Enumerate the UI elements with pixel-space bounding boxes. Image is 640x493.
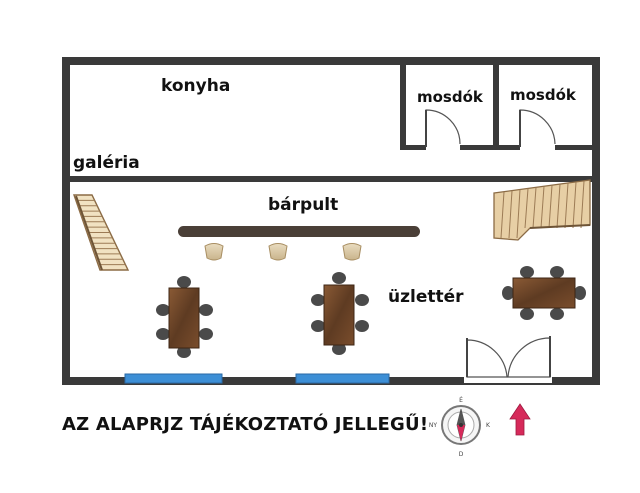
chair	[199, 304, 213, 316]
compass-north-label: É	[459, 396, 463, 404]
restroom-door-2[interactable]	[519, 109, 556, 147]
stair-tread	[516, 189, 521, 239]
stair-tread	[508, 190, 513, 239]
room-label-kitchen: konyha	[161, 76, 231, 96]
table-middle	[311, 272, 369, 355]
chair	[177, 276, 191, 288]
chair	[311, 294, 325, 306]
restroom-wall-middle	[493, 65, 499, 147]
bar-counter	[178, 226, 420, 237]
interior-walls	[70, 65, 592, 182]
room-label-shop-floor: üzlettér	[388, 287, 464, 307]
stair-tread	[532, 187, 537, 229]
window-left	[124, 373, 223, 384]
stair-tread	[580, 180, 585, 229]
chair	[156, 304, 170, 316]
north-arrow-icon	[509, 403, 531, 436]
stair-tread	[524, 188, 529, 229]
chair	[332, 343, 346, 355]
chair	[311, 320, 325, 332]
window-middle	[295, 373, 390, 384]
room-label-gallery: galéria	[73, 153, 140, 173]
entrance-door[interactable]	[464, 336, 552, 383]
stair-tread	[572, 181, 577, 229]
chair	[355, 294, 369, 306]
room-label-bar-counter: bárpult	[268, 195, 339, 215]
staircase-right	[493, 179, 591, 241]
chair	[502, 286, 514, 300]
chair	[355, 320, 369, 332]
stair-tread	[556, 184, 561, 229]
chair	[177, 346, 191, 358]
staircase-left	[73, 194, 130, 271]
chair	[156, 328, 170, 340]
stair-tread	[548, 185, 553, 229]
table-right	[502, 266, 586, 320]
chair	[520, 266, 534, 278]
gallery-wall	[70, 176, 592, 182]
compass-west-label: NY	[429, 422, 437, 429]
bar-stool	[204, 243, 224, 261]
table	[168, 287, 200, 349]
chair	[332, 272, 346, 284]
compass-south-label: D	[459, 451, 464, 458]
table	[512, 277, 576, 309]
chair	[199, 328, 213, 340]
restroom-wall-left	[400, 65, 406, 147]
restroom-door-1[interactable]	[425, 109, 461, 147]
disclaimer-text: AZ ALAPRJZ TÁJÉKOZTATÓ JELLEGŰ!	[62, 414, 429, 435]
chair	[550, 308, 564, 320]
compass-east-label: K	[486, 422, 491, 429]
stair-tread	[500, 191, 505, 239]
stair-tread	[540, 186, 545, 229]
stair-tread	[564, 183, 569, 229]
table	[323, 284, 355, 346]
bar-stools	[204, 243, 362, 261]
compass-rose: É D K NY	[429, 396, 491, 458]
chair	[520, 308, 534, 320]
table-left	[156, 276, 213, 358]
chair	[550, 266, 564, 278]
bar-stool	[342, 243, 362, 261]
room-label-restroom-1: mosdók	[417, 88, 483, 106]
chair	[574, 286, 586, 300]
room-label-restroom-2: mosdók	[510, 86, 576, 104]
bar-stool	[268, 243, 288, 261]
